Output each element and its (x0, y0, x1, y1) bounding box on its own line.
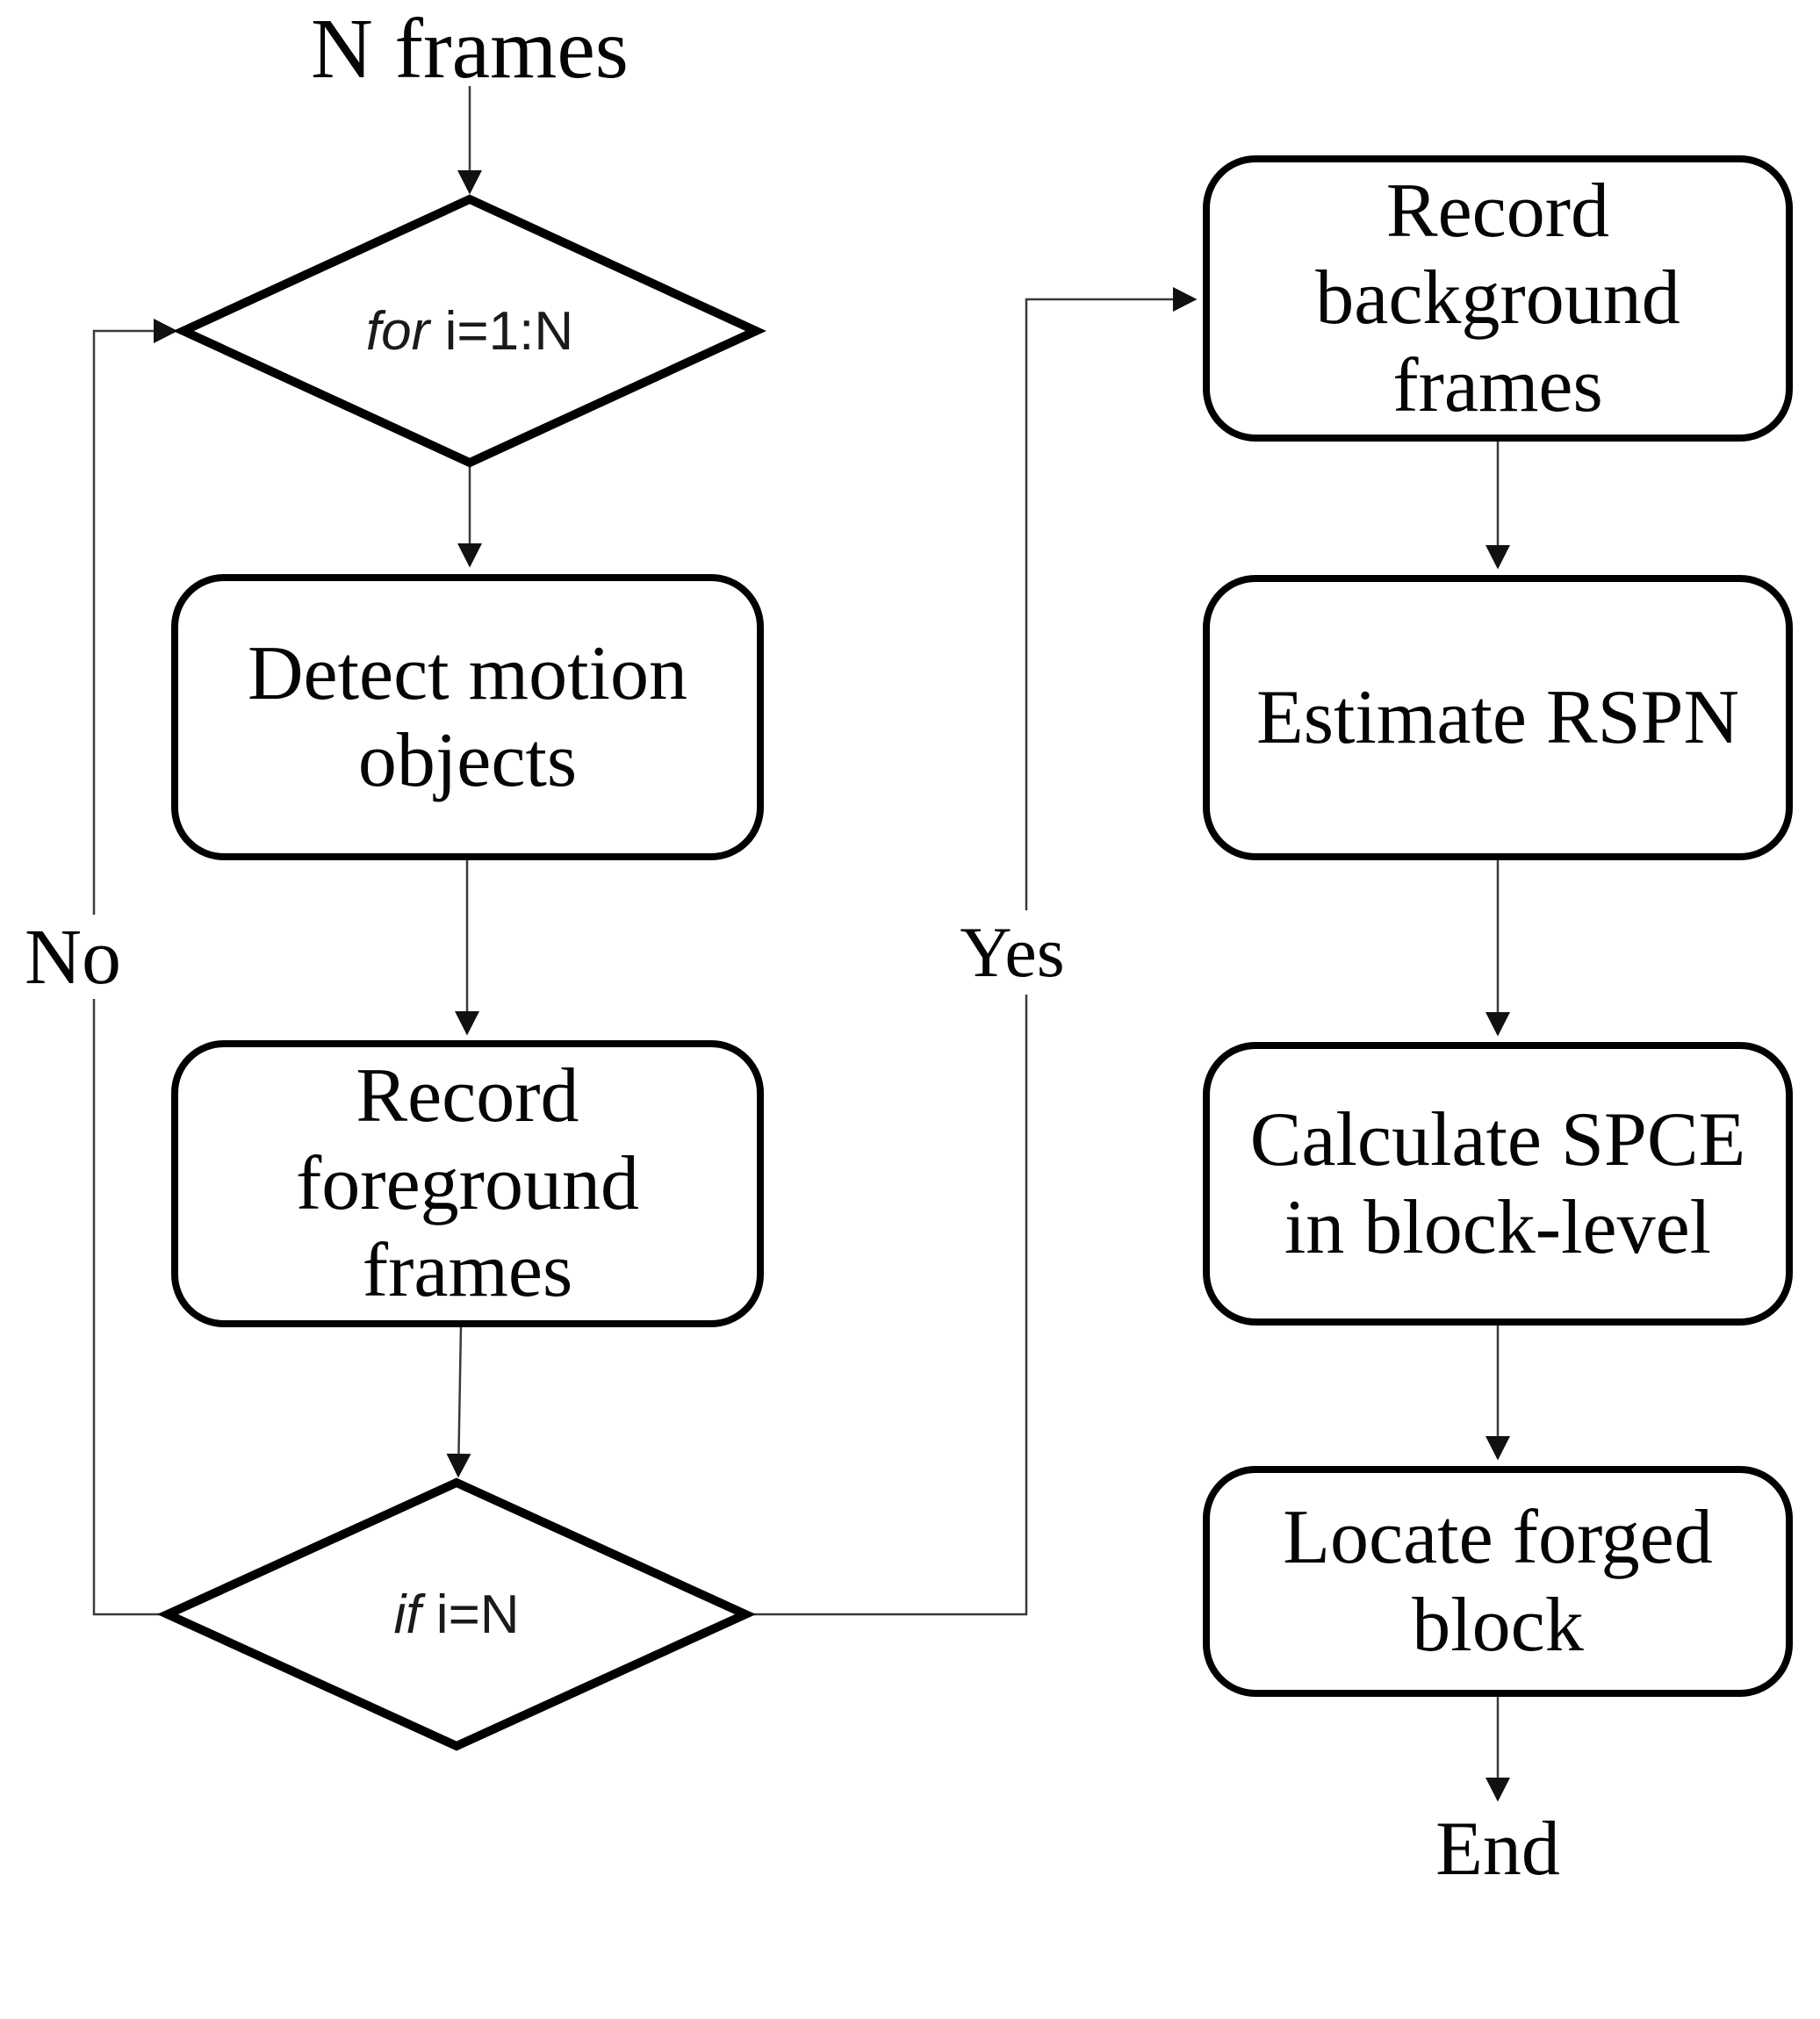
process-label: Calculate SPCE in block-level (1249, 1097, 1746, 1270)
start-label: N frames (311, 1, 629, 97)
process-label: Estimate RSPN (1255, 674, 1740, 760)
process-locate-forged-block: Locate forged block (1203, 1466, 1793, 1697)
process-label: Detect motion objects (248, 630, 687, 803)
process-label: Record foreground frames (296, 1053, 639, 1314)
check-condition: i=N (435, 1584, 520, 1645)
process-detect-motion-objects: Detect motion objects (171, 574, 764, 860)
loop-condition: i=1:N (444, 300, 574, 362)
process-calculate-spce: Calculate SPCE in block-level (1203, 1042, 1793, 1326)
check-decision-diamond (156, 1477, 757, 1751)
process-record-foreground-frames: Record foreground frames (171, 1040, 764, 1327)
if-keyword: if (393, 1584, 421, 1645)
yes-branch-label: Yes (942, 910, 1083, 995)
loop-decision-diamond (173, 194, 766, 468)
loop-decision-label: for i=1:N (180, 299, 759, 363)
end-label: End (1435, 1806, 1560, 1892)
for-keyword: for (365, 300, 430, 362)
check-decision-label: if i=N (167, 1583, 746, 1646)
no-branch-label: No (7, 914, 139, 1001)
process-estimate-rspn: Estimate RSPN (1203, 575, 1793, 860)
process-label: Record background frames (1315, 168, 1680, 428)
process-label: Locate forged block (1283, 1495, 1713, 1668)
arrow-record-foreground-to-check (446, 1326, 471, 1478)
process-record-background-frames: Record background frames (1203, 155, 1793, 442)
